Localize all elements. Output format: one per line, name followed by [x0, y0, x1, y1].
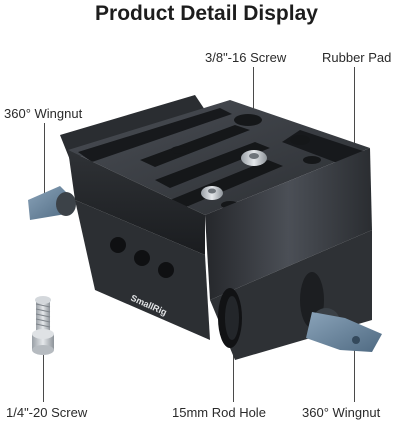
leader-rubber-pad [354, 67, 355, 159]
leader-3-8-screw [253, 67, 254, 147]
wingnut-right-icon [306, 308, 382, 352]
label-1-4-screw: 1/4"-20 Screw [6, 405, 88, 420]
label-wingnut-right: 360° Wingnut [302, 405, 381, 420]
loose-screw-1-4-icon [32, 296, 54, 355]
screw-3-8-icon [241, 150, 267, 166]
page-title: Product Detail Display [95, 2, 318, 25]
rod-hole-icon [218, 288, 242, 348]
label-wingnut-left: 360° Wingnut [4, 106, 83, 121]
label-rubber-pad: Rubber Pad [322, 50, 392, 65]
right-clamp-top [205, 148, 372, 300]
front-holes [110, 237, 174, 278]
wingnut-left-icon [28, 186, 76, 220]
rubber-pad-rear [78, 108, 232, 162]
leader-wingnut-left [44, 123, 45, 195]
plate-lower-body [75, 200, 210, 340]
label-rod-hole: 15mm Rod Hole [172, 405, 266, 420]
screw-1-4-top-icon [201, 186, 223, 200]
plate-front-face [68, 150, 205, 255]
leader-1-4-screw [43, 355, 44, 402]
leader-wingnut-right [354, 345, 355, 402]
plate-slots [140, 114, 321, 209]
label-3-8-screw: 3/8"-16 Screw [205, 50, 287, 65]
